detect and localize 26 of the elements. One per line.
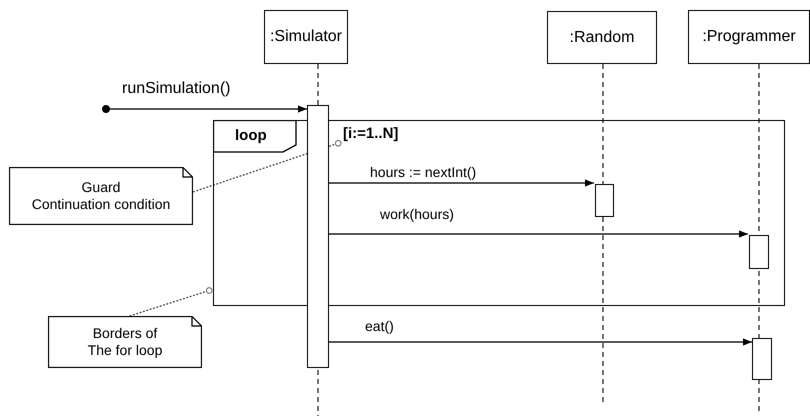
start-point xyxy=(102,105,110,113)
loop-frame xyxy=(213,120,785,306)
note-text: Guard xyxy=(82,179,120,196)
leader-line xyxy=(192,140,342,192)
message-arrow xyxy=(329,179,594,187)
message-arrow xyxy=(329,230,748,238)
activation-bar xyxy=(752,338,772,380)
note-text: Continuation condition xyxy=(32,196,170,213)
message-label: runSimulation() xyxy=(122,80,230,98)
lifeline-head: :Programmer xyxy=(688,10,810,64)
message-arrow xyxy=(329,338,752,346)
leader-line xyxy=(129,287,212,317)
message-label: work(hours) xyxy=(380,206,454,222)
activation-bar xyxy=(749,235,769,269)
note xyxy=(9,167,193,225)
message-label: eat() xyxy=(365,318,394,334)
lifeline-head: :Random xyxy=(547,11,657,64)
activation-bar xyxy=(595,184,614,217)
message-arrow xyxy=(110,105,307,113)
note xyxy=(48,316,202,368)
note-text: Borders of The for loop xyxy=(86,325,164,359)
lifeline-head: :Simulator xyxy=(264,10,348,64)
message-label: hours := nextInt() xyxy=(370,164,476,180)
activation-bar xyxy=(307,105,329,368)
operator-label: loop xyxy=(235,127,267,144)
guard-text: [i:=1..N] xyxy=(343,125,403,143)
